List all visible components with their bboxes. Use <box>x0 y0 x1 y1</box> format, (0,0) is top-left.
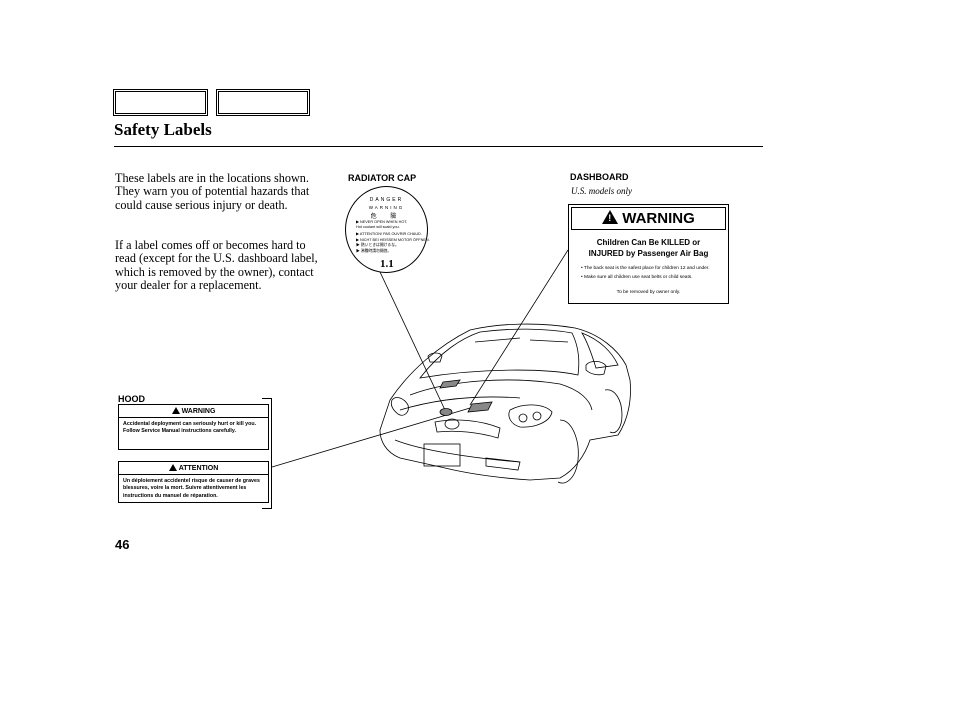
dashboard-warning-heading: WARNING <box>571 207 726 230</box>
hood-attention-label: ATTENTION Un déploiement accidentel risq… <box>118 461 269 503</box>
car-body-outline <box>379 323 631 481</box>
radiator-cap-spot <box>439 408 453 416</box>
hood-attention-heading-text: ATTENTION <box>178 465 219 472</box>
dashboard-leader-line <box>469 249 569 406</box>
radiator-cap-caption: RADIATOR CAP <box>348 173 417 183</box>
hood-leader-line <box>271 407 471 468</box>
cap-line: ▶ NEVER OPEN WHEN HOT. <box>356 220 408 224</box>
cap-line: ▶ NICHT BEI HEISSEM MOTOR ÖFFNEN. <box>356 238 430 242</box>
dashboard-warning-label: WARNING Children Can Be KILLED or INJURE… <box>568 204 729 304</box>
hood-warning-label: WARNING Accidental deployment can seriou… <box>118 404 269 450</box>
hood-warning-heading: WARNING <box>119 407 268 418</box>
cap-danger-text: DANGER <box>369 197 404 203</box>
title-rule <box>114 146 763 147</box>
warning-triangle-icon <box>168 464 177 471</box>
radiator-cap-label: DANGER WARNING 危 險 ▶ NEVER OPEN WHEN HOT… <box>345 186 430 273</box>
warning-triangle-icon <box>602 210 619 224</box>
dashboard-subcaption: U.S. models only <box>571 186 632 196</box>
car-license-plate <box>423 443 461 467</box>
cap-line: ▶ 沸騰時請勿開啓。 <box>356 249 392 253</box>
car-emblem <box>444 418 460 430</box>
page-title: Safety Labels <box>114 120 212 139</box>
dashboard-warning-note: To be removed by owner only. <box>616 290 681 295</box>
hood-caption: HOOD <box>118 394 145 404</box>
hood-attention-text: Un déploiement accidentel risque de caus… <box>123 478 260 499</box>
car-grille <box>434 419 501 439</box>
car-front-wheel <box>557 419 579 484</box>
hood-attention-heading: ATTENTION <box>119 464 268 475</box>
car-rear-wheel <box>604 389 623 434</box>
dashboard-warning-heading-text: WARNING <box>622 210 695 227</box>
hood-warning-heading-text: WARNING <box>181 408 216 415</box>
intro-paragraph-1: These labels are in the locations shown.… <box>115 171 310 212</box>
radiator-leader-line <box>379 271 446 411</box>
hood-spot-1 <box>439 379 461 389</box>
dashboard-warning-main: Children Can Be KILLED or INJURED by Pas… <box>588 238 709 258</box>
cap-kanji-text: 危 險 <box>370 214 403 220</box>
car-right-headlight <box>508 404 553 428</box>
car-windshield <box>419 328 580 379</box>
hood-spot-2 <box>467 401 493 413</box>
nav-button-next[interactable] <box>216 89 310 116</box>
cap-pressure-value: 1.1 <box>380 258 394 270</box>
dashboard-warning-bullet: • The back seat is the safest place for … <box>581 266 710 271</box>
car-side-window <box>581 332 619 369</box>
dashboard-caption: DASHBOARD <box>570 172 629 182</box>
car-mirror <box>585 360 607 376</box>
cap-line: Hot coolant will scald you. <box>356 225 400 229</box>
cap-line: ▶ ATTENTION! PAS OUVRIR CHAUD. <box>356 232 422 236</box>
nav-button-prev[interactable] <box>113 89 208 116</box>
cap-warning-text: WARNING <box>368 205 405 210</box>
hood-labels-bracket <box>262 398 272 509</box>
car-left-headlight <box>390 397 409 416</box>
dashboard-warning-bullet: • Make sure all children use seat belts … <box>581 275 693 280</box>
hood-warning-text: Accidental deployment can seriously hurt… <box>123 421 257 435</box>
warning-triangle-icon <box>171 407 180 414</box>
intro-paragraph-2: If a label comes off or becomes hard to … <box>115 238 318 293</box>
cap-line: ▶ 熱いときは開けるな。 <box>356 243 399 247</box>
page-number: 46 <box>115 537 130 552</box>
